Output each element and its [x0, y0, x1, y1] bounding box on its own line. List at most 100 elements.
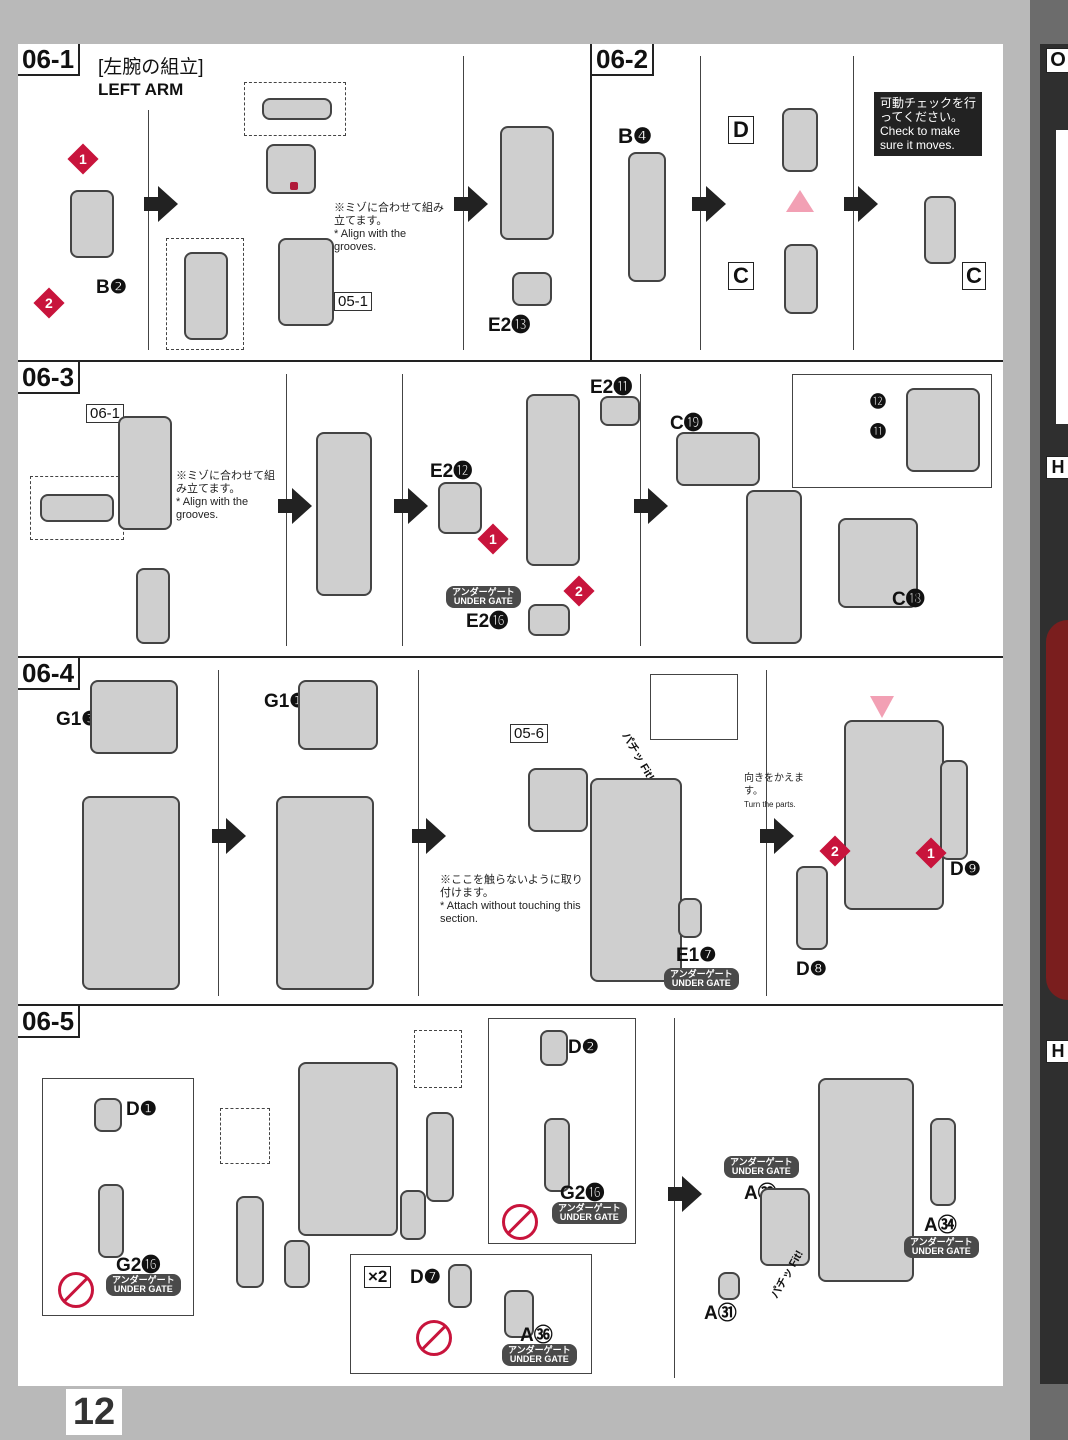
next-arrow [144, 186, 178, 222]
inset-label-11: ⓫ [870, 424, 887, 441]
part-e2-12 [438, 482, 482, 534]
detail-inset [650, 674, 738, 740]
adjacent-photo [1046, 620, 1068, 1000]
part-e2-16 [528, 604, 570, 636]
part-a31 [718, 1272, 740, 1300]
part-label-b2: B❷ [96, 277, 127, 298]
arm-assembly [818, 1078, 914, 1282]
side-armor [236, 1196, 264, 1288]
next-arrow [394, 488, 428, 524]
touch-note: ※ここを触らないように取り付けます。 * Attach without touc… [440, 874, 590, 926]
detail-inset [166, 238, 244, 350]
detail-inset [414, 1030, 462, 1088]
detail-inset [244, 82, 346, 136]
wrist-c [784, 244, 818, 314]
finger-armor [98, 1184, 124, 1258]
next-arrow [844, 186, 878, 222]
part-05-6 [528, 768, 588, 832]
next-arrow [634, 488, 668, 524]
adjacent-header: H [1046, 1040, 1068, 1063]
part-d8 [796, 866, 828, 950]
part-label-e2-12: E2⓬ [430, 461, 473, 482]
part-label-g2-16: G2⓰ [560, 1183, 605, 1204]
insert-arrow [786, 190, 814, 212]
side-armor [426, 1112, 454, 1202]
step-number-06-3: 06-3 [18, 362, 81, 394]
part-g11 [298, 680, 378, 750]
next-arrow [668, 1176, 702, 1212]
arm-assembly [844, 720, 944, 910]
under-gate-badge: アンダーゲート UNDER GATE [502, 1344, 577, 1366]
inset-label-12: ⓬ [870, 394, 887, 411]
next-arrow [412, 818, 446, 854]
step-number-06-2: 06-2 [592, 44, 655, 76]
small-part [284, 1240, 310, 1288]
part-a32 [760, 1188, 810, 1266]
under-gate-en: UNDER GATE [509, 1354, 569, 1364]
upper-arm-part [278, 238, 334, 326]
reference-05-6: 05-6 [510, 724, 549, 743]
sub-part [184, 252, 228, 340]
under-gate-jp: アンダーゲート [910, 1237, 973, 1247]
part-label-e2-13: E2⓭ [488, 315, 531, 336]
hand-d [782, 108, 818, 172]
adjacent-panel [1056, 130, 1068, 424]
part-a34 [930, 1118, 956, 1206]
under-gate-en: UNDER GATE [911, 1246, 971, 1256]
under-gate-en: UNDER GATE [731, 1166, 791, 1176]
row-divider [18, 656, 1003, 658]
step-title-en: LEFT ARM [98, 80, 184, 99]
quantity-x2: ×2 [364, 1266, 392, 1288]
under-gate-en: UNDER GATE [559, 1212, 619, 1222]
part-label-d: D [728, 116, 754, 144]
arm-assembly [118, 416, 172, 530]
no-nipper-icon [502, 1204, 538, 1240]
arm-assembly [590, 778, 682, 982]
align-note-en: * Align with the grooves. [176, 496, 249, 521]
under-gate-badge: アンダーゲート UNDER GATE [106, 1274, 181, 1296]
part-d7 [448, 1264, 472, 1308]
joint-part [262, 98, 332, 120]
adjacent-header: H [1046, 456, 1068, 479]
part-e2-13 [512, 272, 552, 306]
align-note: ※ミゾに合わせて組み立てます。 * Align with the grooves… [176, 470, 280, 522]
joint-part [40, 494, 114, 522]
turn-note: 向きをかえます。 Turn the parts. [744, 772, 804, 811]
part-e2-11 [600, 396, 640, 426]
under-gate-en: UNDER GATE [453, 596, 513, 606]
under-gate-badge: アンダーゲート UNDER GATE [446, 586, 521, 608]
part-label-d1: D❶ [126, 1099, 157, 1120]
part-label-a34: A㉞ [924, 1215, 957, 1236]
part-label-b4: B❹ [618, 125, 652, 148]
adjacent-step-label: O [1046, 48, 1068, 73]
finger-armor [544, 1118, 570, 1192]
part-c19 [676, 432, 760, 486]
reference-05-1: 05-1 [334, 292, 373, 311]
forearm-part [136, 568, 170, 644]
arm-assembly [316, 432, 372, 596]
no-nipper-icon [416, 1320, 452, 1356]
arm-assembly [82, 796, 180, 990]
part-label-d9: D❾ [950, 859, 981, 880]
part-label-g11: G1❶ [264, 691, 307, 712]
next-arrow [760, 818, 794, 854]
part-label-g13: G1❸ [56, 709, 99, 730]
under-gate-badge: アンダーゲート UNDER GATE [552, 1202, 627, 1224]
peg-highlight [290, 182, 298, 190]
page-number: 12 [66, 1389, 122, 1435]
part-label-a31: A㉛ [704, 1303, 737, 1324]
arm-assembly [276, 796, 374, 990]
under-gate-en: UNDER GATE [113, 1284, 173, 1294]
next-arrow [692, 186, 726, 222]
part-d1 [94, 1098, 122, 1132]
detail-inset [220, 1108, 270, 1164]
under-gate-badge: アンダーゲート UNDER GATE [724, 1156, 799, 1178]
part-label-e1-7: E1❼ [676, 945, 717, 966]
align-note-jp: ※ミゾに合わせて組み立てます。 [176, 470, 275, 495]
part-label-e2-11: E2⓫ [590, 377, 633, 398]
part-a36 [504, 1290, 534, 1338]
under-gate-badge: アンダーゲート UNDER GATE [904, 1236, 979, 1258]
moved-wrist [924, 196, 956, 264]
arm-assembly [298, 1062, 398, 1236]
part-d9 [940, 760, 968, 860]
